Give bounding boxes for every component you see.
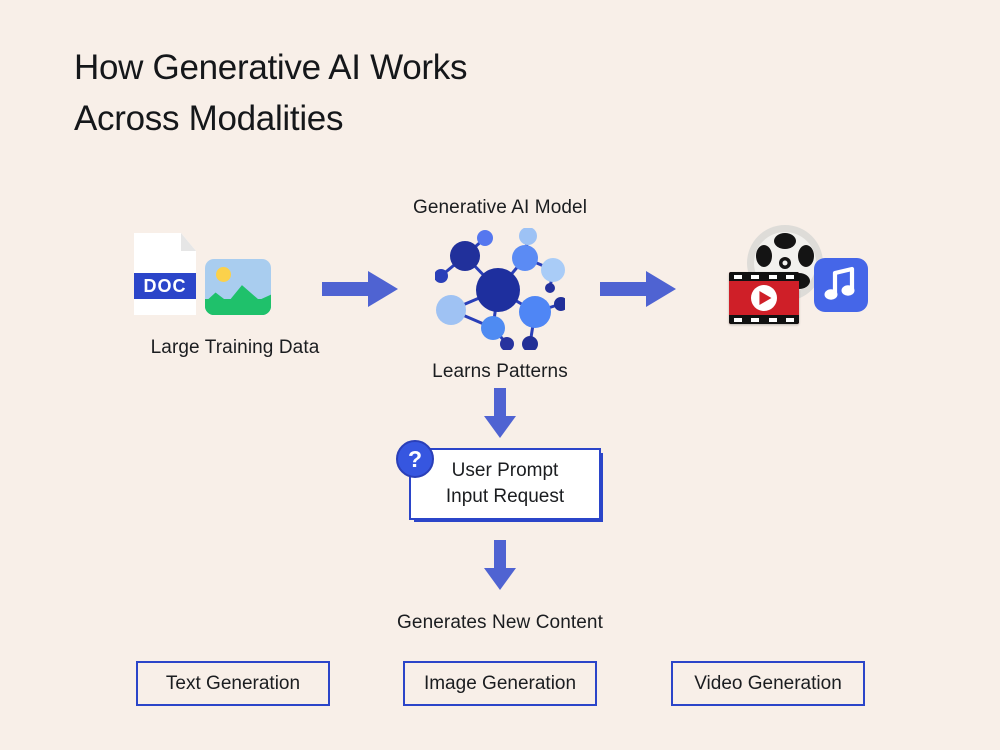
- model-caption-bottom: Learns Patterns: [432, 361, 568, 382]
- arrow-model-to-prompt: [484, 388, 516, 438]
- arrow-head: [484, 416, 516, 438]
- film-perforation: [733, 317, 742, 322]
- sun-icon: [216, 267, 231, 282]
- document-icon: DOC: [134, 233, 196, 315]
- question-mark-icon: ?: [396, 440, 434, 478]
- user-prompt-box[interactable]: User Prompt Input Request: [409, 448, 601, 520]
- arrow-head: [646, 271, 676, 307]
- film-perforation: [768, 317, 777, 322]
- arrow-head: [484, 568, 516, 590]
- page-title: How Generative AI Works Across Modalitie…: [74, 48, 468, 138]
- film-perforation: [733, 274, 742, 279]
- mountain-icon: [205, 285, 271, 315]
- music-note-svg: [824, 266, 855, 300]
- network-nodes: [434, 227, 568, 352]
- prompt-line-1: User Prompt: [451, 460, 559, 481]
- arrow-shaft: [494, 388, 506, 420]
- arrow-head: [368, 271, 398, 307]
- output-box-video-generation[interactable]: Video Generation: [671, 661, 865, 706]
- arrow-prompt-to-output: [484, 540, 516, 590]
- play-button-circle: [751, 285, 777, 311]
- film-perforation: [751, 274, 760, 279]
- arrow-input-to-model: [322, 270, 398, 308]
- play-triangle-icon: [759, 291, 772, 305]
- output-box-image-generation[interactable]: Image Generation: [403, 661, 597, 706]
- film-perforation: [751, 317, 760, 322]
- document-format-label: DOC: [134, 273, 196, 299]
- arrow-shaft: [494, 540, 506, 572]
- neural-network-svg: [434, 227, 568, 352]
- video-player-icon: [729, 272, 799, 324]
- arrow-shaft: [322, 282, 372, 296]
- output-box-text-generation[interactable]: Text Generation: [136, 661, 330, 706]
- film-perforation: [768, 274, 777, 279]
- prompt-line-2: Input Request: [445, 486, 565, 507]
- arrow-model-to-output: [600, 270, 676, 308]
- film-strip-top: [729, 272, 799, 281]
- arrow-shaft: [600, 282, 650, 296]
- film-perforation: [786, 317, 795, 322]
- model-caption-top: Generative AI Model: [412, 197, 588, 218]
- output-media-icons: [718, 224, 878, 334]
- music-note-icon: [814, 258, 868, 312]
- image-file-icon: [205, 259, 271, 315]
- generates-caption: Generates New Content: [397, 612, 603, 633]
- film-perforation: [786, 274, 795, 279]
- neural-network-icon: [434, 227, 568, 352]
- input-caption: Large Training Data: [150, 337, 320, 358]
- film-strip-bottom: [729, 315, 799, 324]
